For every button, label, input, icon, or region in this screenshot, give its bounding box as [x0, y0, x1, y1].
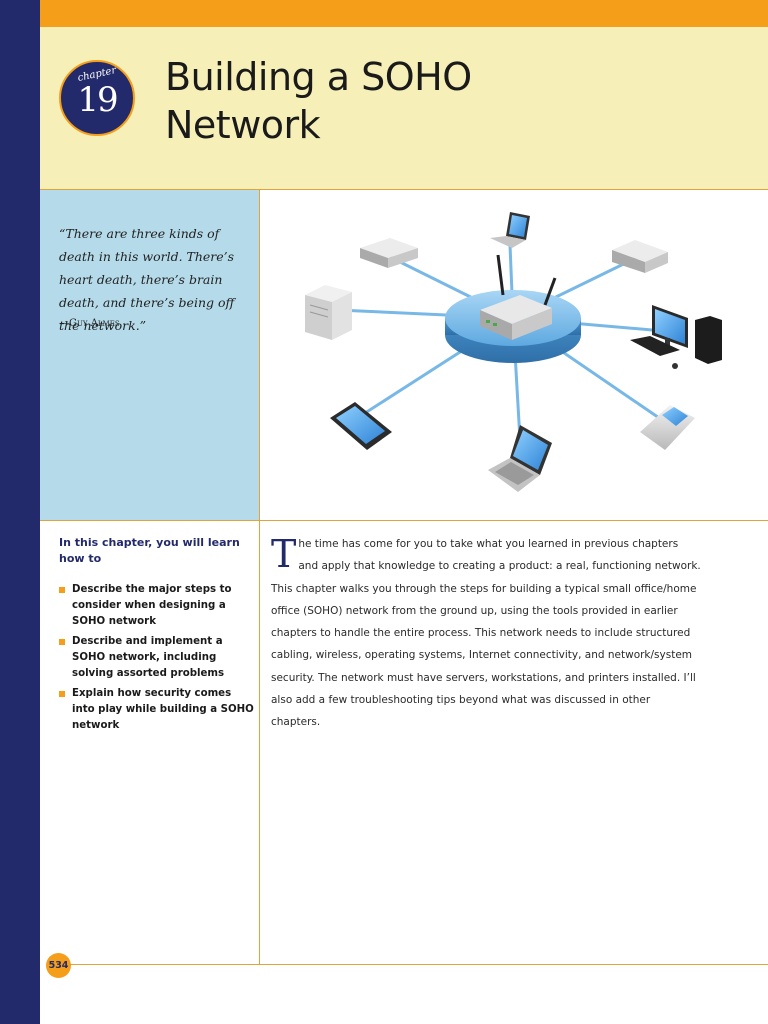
chapter-badge: chapter 19: [59, 60, 135, 136]
printer-icon: [612, 240, 668, 273]
dropcap: T: [271, 532, 297, 576]
footer-divider: [66, 964, 768, 965]
chapter-number: 19: [77, 80, 118, 120]
router-icon: [480, 254, 557, 340]
laptop-icon: [490, 212, 530, 248]
epigraph-author: —Guy Almes: [59, 318, 120, 329]
network-diagram: [305, 212, 722, 492]
objective-item: Describe and implement a SOHO network, i…: [59, 634, 254, 682]
objectives-list: Describe the major steps to consider whe…: [59, 582, 254, 738]
top-accent-bar: [40, 0, 768, 27]
chapter-title: Building a SOHO Network: [165, 53, 585, 149]
network-illustration: [290, 200, 740, 510]
quote-panel: [40, 190, 259, 520]
column-divider: [259, 190, 260, 965]
objective-text: Describe and implement a SOHO network, i…: [72, 636, 225, 679]
bullet-square-icon: [59, 639, 65, 645]
left-margin-bar: [0, 0, 40, 1024]
bullet-square-icon: [59, 691, 65, 697]
section-divider: [40, 520, 768, 521]
bullet-square-icon: [59, 587, 65, 593]
objective-text: Describe the major steps to consider whe…: [72, 584, 232, 627]
epigraph-quote: “There are three kinds of death in this …: [59, 226, 235, 333]
server-icon: [305, 285, 352, 340]
chapter-header: [40, 27, 768, 190]
desktop-computer-icon: [630, 305, 722, 369]
chapter-title-line1: Building a SOHO: [165, 55, 472, 99]
page-number: 534: [46, 953, 71, 978]
objective-item: Explain how security comes into play whi…: [59, 686, 254, 734]
printer-icon: [360, 238, 418, 268]
objective-text: Explain how security comes into play whi…: [72, 688, 254, 731]
laptop-icon: [488, 425, 552, 492]
chapter-title-line2: Network: [165, 103, 321, 147]
intro-text: he time has come for you to take what yo…: [271, 538, 701, 729]
objectives-title: In this chapter, you will learn how to: [59, 536, 240, 565]
objective-item: Describe the major steps to consider whe…: [59, 582, 254, 630]
phone-icon: [640, 405, 695, 450]
tablet-icon: [330, 402, 392, 450]
